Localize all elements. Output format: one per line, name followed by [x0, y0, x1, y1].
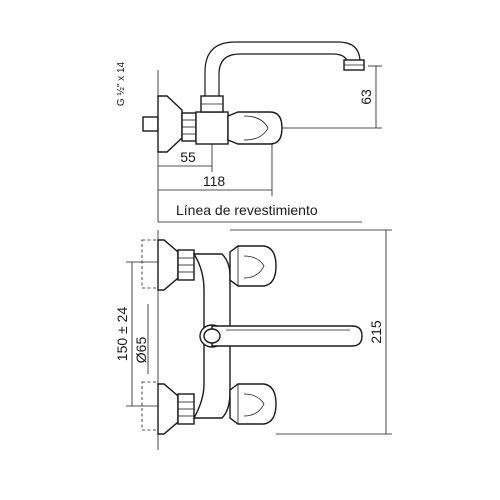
spout-front: [211, 325, 363, 347]
valve-body: [195, 111, 229, 145]
wall-flange: [157, 95, 183, 153]
spout-inner: [218, 53, 349, 96]
cladding-label: Línea de revestimiento: [176, 202, 318, 218]
handle-bottom-contour: [243, 393, 265, 417]
side-view: G ½" x 14 63 55 118 Línea de revestimien…: [116, 41, 382, 223]
dim-55-label: 55: [180, 149, 196, 165]
flange-top: [157, 239, 179, 291]
spout-swivel-inner: [203, 328, 221, 344]
handle-bottom: [229, 383, 277, 425]
dim-150-label: 150 ± 24: [114, 307, 130, 362]
dim-215-label: 215: [368, 320, 384, 344]
handle-side: [227, 111, 283, 145]
thread-label: G ½" x 14: [116, 62, 127, 107]
spout-outer: [204, 41, 361, 96]
thread-stub: [142, 116, 159, 132]
dim-65-label: Ø65: [133, 337, 149, 364]
handle-contour: [243, 115, 269, 141]
dim-118-label: 118: [203, 173, 226, 189]
handle-top-contour: [243, 255, 265, 279]
dim-63-label: 63: [358, 89, 374, 105]
flange-bottom: [157, 383, 179, 435]
front-view: 150 ± 24 Ø65 215: [114, 229, 392, 450]
hidden-stub-top: [141, 239, 159, 289]
handle-top: [229, 245, 277, 287]
